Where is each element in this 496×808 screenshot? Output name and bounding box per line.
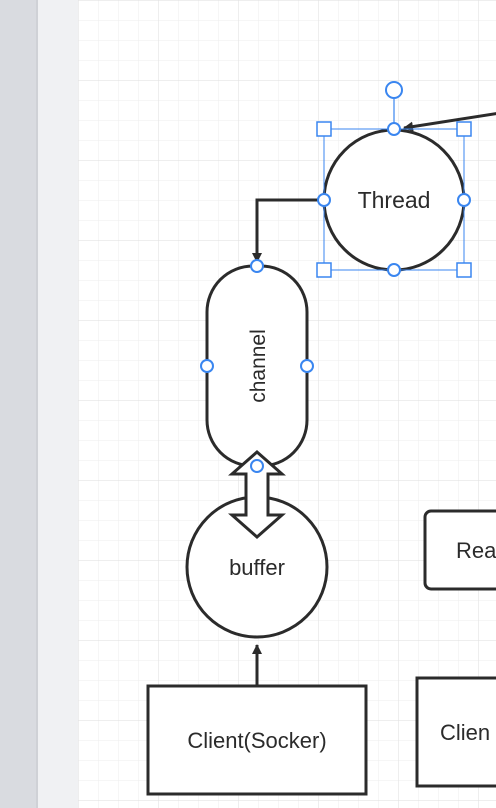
left-sidebar xyxy=(0,0,38,808)
node-reader-partial[interactable]: Rea xyxy=(423,509,496,591)
node-thread[interactable]: Thread xyxy=(322,128,466,272)
connection-point[interactable] xyxy=(387,122,401,136)
edge-offscreen-to-thread[interactable] xyxy=(403,112,496,132)
edge-thread-to-channel[interactable] xyxy=(252,198,324,263)
resize-handle-tr[interactable] xyxy=(456,121,472,137)
resize-handle-bl[interactable] xyxy=(316,262,332,278)
buffer-label: buffer xyxy=(229,555,285,580)
connection-point[interactable] xyxy=(300,359,314,373)
connection-point[interactable] xyxy=(457,193,471,207)
rotate-handle[interactable] xyxy=(385,81,403,99)
node-client-socket[interactable]: Client(Socker) xyxy=(146,684,368,796)
connection-point[interactable] xyxy=(387,263,401,277)
resize-handle-br[interactable] xyxy=(456,262,472,278)
channel-label: channel xyxy=(247,329,270,403)
connection-point[interactable] xyxy=(250,259,264,273)
node-client-partial[interactable]: Clien xyxy=(415,676,496,788)
connection-point[interactable] xyxy=(317,193,331,207)
node-channel[interactable]: channel xyxy=(205,264,309,468)
sidebar-edge xyxy=(36,0,38,808)
thread-label: Thread xyxy=(358,187,431,213)
reader-partial-label: Rea xyxy=(456,538,496,563)
client-socket-label: Client(Socker) xyxy=(187,728,326,753)
connection-point[interactable] xyxy=(250,459,264,473)
edge-channel-buffer-double-arrow[interactable] xyxy=(228,450,286,539)
client-partial-label: Clien xyxy=(440,720,490,745)
canvas-gutter xyxy=(38,0,78,808)
connection-point[interactable] xyxy=(200,359,214,373)
resize-handle-tl[interactable] xyxy=(316,121,332,137)
